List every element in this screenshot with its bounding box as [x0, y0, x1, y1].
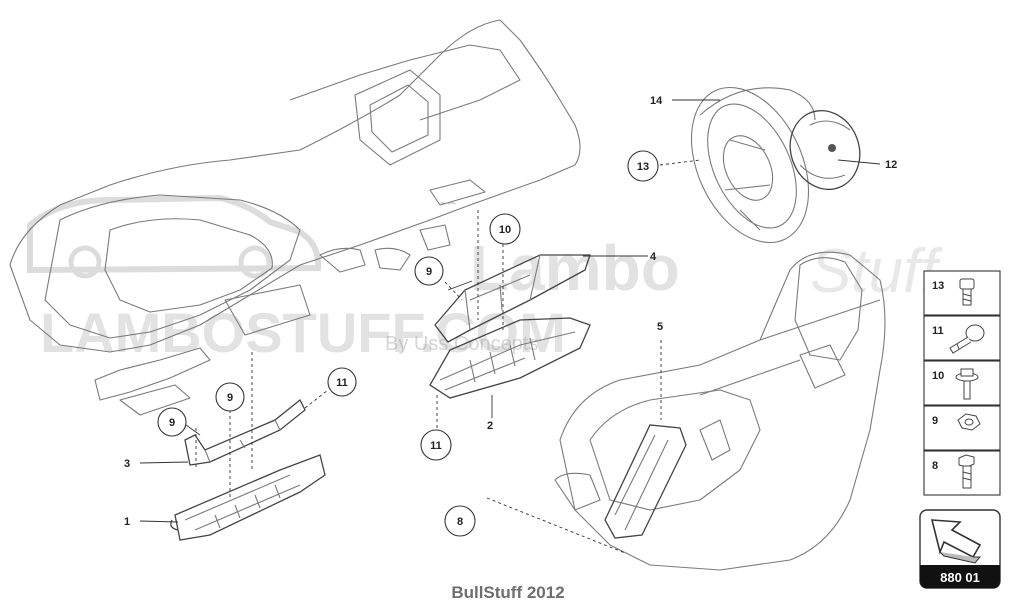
side-airbag-module — [604, 424, 687, 539]
svg-text:10: 10 — [932, 370, 944, 382]
watermark-tagline: By Uss Concepts — [385, 333, 538, 355]
callout-circle-9-left: 9 — [157, 407, 187, 437]
center-control-unit-assembly — [429, 210, 591, 430]
callout-14: 14 — [650, 95, 663, 107]
watermark-stuff: Stuff — [810, 237, 943, 306]
callout-circle-13: 13 — [627, 150, 659, 182]
svg-text:10: 10 — [499, 224, 511, 236]
svg-text:9: 9 — [227, 392, 233, 404]
svg-text:13: 13 — [637, 161, 649, 173]
callout-2: 2 — [487, 420, 493, 432]
hex-bolt-icon — [958, 454, 975, 489]
svg-text:9: 9 — [932, 415, 938, 427]
callout-circle-9-mid: 9 — [215, 382, 245, 412]
callout-circle-9-center: 9 — [414, 256, 444, 286]
legend-item-9: 9 — [923, 405, 1001, 451]
legend-item-11: 11 — [923, 315, 1001, 361]
watermark-site: LAMBOSTUFF.COM — [40, 301, 566, 364]
page-reference-code: 880 01 — [940, 570, 980, 585]
callout-1: 1 — [124, 516, 130, 528]
callout-4: 4 — [650, 251, 657, 263]
svg-text:13: 13 — [932, 280, 944, 292]
callout-circle-11-left: 11 — [327, 367, 357, 397]
dashboard-panel: ~~~ — [9, 19, 581, 416]
svg-text:11: 11 — [430, 440, 442, 452]
svg-text:8: 8 — [932, 460, 938, 472]
arrow-up-left-icon — [930, 519, 982, 559]
legend-item-13: 13 — [923, 270, 1001, 316]
svg-text:~~~: ~~~ — [440, 198, 456, 208]
svg-text:8: 8 — [457, 516, 463, 528]
hex-socket-bolt-icon — [959, 278, 975, 306]
svg-text:9: 9 — [426, 266, 432, 278]
callout-circle-8: 8 — [444, 505, 476, 537]
svg-text:9: 9 — [169, 417, 175, 429]
seat — [554, 251, 886, 571]
svg-text:11: 11 — [336, 377, 348, 389]
legend-item-10: 10 — [923, 360, 1001, 406]
callout-3: 3 — [124, 458, 130, 470]
callout-12: 12 — [885, 159, 897, 171]
hex-nut-icon — [957, 413, 981, 431]
svg-text:11: 11 — [932, 325, 944, 337]
flange-bolt-icon — [955, 368, 979, 400]
watermark: Lambo Stuff LAMBOSTUFF.COM By Uss Concep… — [27, 194, 943, 364]
watermark-car-silhouette-icon — [27, 194, 322, 279]
airbag-module — [789, 110, 861, 190]
leader-lines — [139, 99, 881, 523]
page-reference-badge: 880 01 — [919, 509, 1001, 589]
callout-labels: 1 2 3 4 5 12 14 — [124, 95, 897, 528]
callout-circle-11-center: 11 — [420, 429, 452, 461]
callout-circle-10: 10 — [489, 213, 521, 245]
callout-5: 5 — [657, 321, 663, 333]
round-head-bolt-icon — [949, 324, 985, 354]
circled-callouts: 9 9 11 9 10 11 8 13 — [157, 150, 659, 537]
footer-copyright: BullStuff 2012 — [451, 583, 564, 602]
steering-wheel — [690, 86, 816, 244]
legend-item-8: 8 — [923, 450, 1001, 496]
fastener-legend: 13 11 10 — [923, 270, 1001, 496]
left-control-unit-assembly — [170, 352, 329, 541]
